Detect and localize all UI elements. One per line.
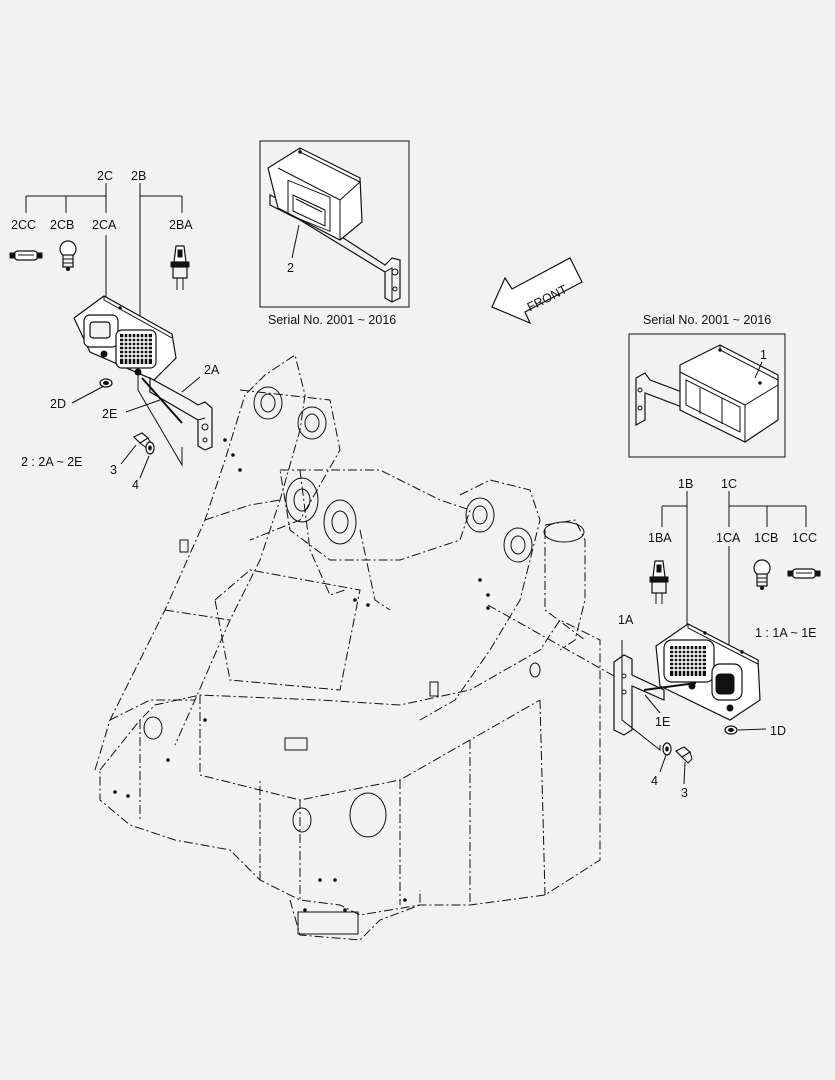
serial-note-top: Serial No. 2001 ~ 2016 xyxy=(268,313,396,327)
label-3-right: 3 xyxy=(681,786,688,800)
bayonet-bulb-icon xyxy=(753,559,771,590)
festoon-bulb-icon xyxy=(9,250,43,261)
group-note-1: 1 : 1A ~ 1E xyxy=(755,626,817,640)
leader-2E xyxy=(125,399,161,413)
label-3-left: 3 xyxy=(110,463,117,477)
label-1BA: 1BA xyxy=(648,531,672,545)
label-1CA: 1CA xyxy=(716,531,741,545)
label-1CB: 1CB xyxy=(754,531,778,545)
group-note-2: 2 : 2A ~ 2E xyxy=(21,455,83,469)
leader-2A xyxy=(181,376,201,393)
mount-guide-right xyxy=(487,604,615,677)
label-1D: 1D xyxy=(770,724,786,738)
label-4-left: 4 xyxy=(132,478,139,492)
leader-1E xyxy=(644,694,661,714)
leader-2-bracket xyxy=(137,370,183,467)
label-4-right: 4 xyxy=(651,774,658,788)
loader-frame xyxy=(94,354,601,941)
festoon-bulb-icon xyxy=(787,568,821,579)
work-lamp-right xyxy=(613,623,761,736)
label-2CB: 2CB xyxy=(50,218,74,232)
lamp-lens-grid-right xyxy=(670,646,706,676)
label-2BA: 2BA xyxy=(169,218,193,232)
serial-note-right: Serial No. 2001 ~ 2016 xyxy=(643,313,771,327)
label-1CC: 1CC xyxy=(792,531,817,545)
label-2CA: 2CA xyxy=(92,218,117,232)
label-2: 2 xyxy=(287,261,294,275)
washer-left xyxy=(145,441,155,455)
leader-1D xyxy=(737,728,767,731)
bayonet-bulb-icon xyxy=(59,240,77,271)
leader-2 xyxy=(291,224,300,259)
front-arrow: FRONT xyxy=(491,257,583,325)
washer-right xyxy=(662,742,672,756)
inset-box-top xyxy=(259,140,410,308)
label-2D: 2D xyxy=(50,397,66,411)
halogen-bulb-icon xyxy=(170,245,190,290)
label-1C: 1C xyxy=(721,477,737,491)
lamp-lens-grid-left xyxy=(120,334,152,364)
label-1A: 1A xyxy=(618,613,634,627)
label-1E: 1E xyxy=(655,715,670,729)
label-2C: 2C xyxy=(97,169,113,183)
label-2B: 2B xyxy=(131,169,146,183)
label-2CC: 2CC xyxy=(11,218,36,232)
halogen-bulb-icon xyxy=(649,560,669,604)
leader-1 xyxy=(754,361,763,379)
leader-2D xyxy=(71,385,105,404)
work-lamp-left xyxy=(73,295,213,451)
bolt-right xyxy=(674,746,693,764)
inset-box-right xyxy=(628,333,786,458)
leader-1-bracket xyxy=(621,640,661,752)
label-2A: 2A xyxy=(204,363,220,377)
label-1: 1 xyxy=(760,348,767,362)
label-2E: 2E xyxy=(102,407,117,421)
label-1B: 1B xyxy=(678,477,693,491)
